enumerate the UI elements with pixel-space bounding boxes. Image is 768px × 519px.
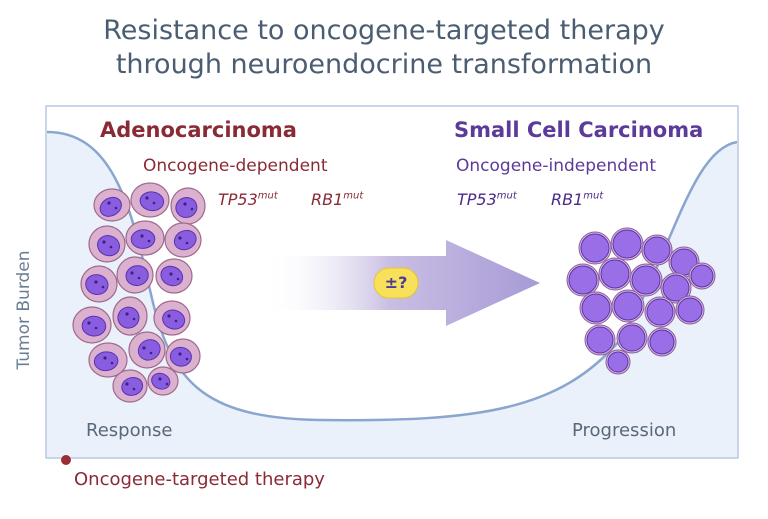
- adeno-nucleolus: [110, 361, 114, 365]
- adeno-nucleolus: [130, 271, 134, 275]
- sclc-nucleus: [662, 274, 690, 302]
- adeno-nucleolus: [174, 319, 178, 323]
- adeno-nucleolus: [107, 201, 111, 205]
- adeno-nucleus: [117, 306, 140, 329]
- sclc-nucleus: [646, 298, 674, 326]
- adeno-nucleus: [151, 372, 171, 390]
- adeno-nucleolus: [167, 314, 171, 318]
- title-line-1: Resistance to oncogene-targeted therapy: [103, 15, 665, 46]
- sclc-nucleus: [677, 297, 703, 323]
- adeno-nucleolus: [132, 317, 136, 321]
- adeno-nucleolus: [102, 240, 106, 244]
- adeno-nucleolus: [178, 352, 182, 356]
- sclc-gene-tp53: TP53mut: [457, 190, 517, 209]
- small-cell-title: Small Cell Carcinoma: [454, 118, 704, 142]
- adeno-nucleolus: [185, 241, 189, 245]
- adeno-nucleolus: [176, 277, 180, 281]
- adeno-nucleus: [81, 315, 107, 337]
- adeno-nucleolus: [109, 245, 113, 249]
- sclc-nucleus: [613, 291, 643, 321]
- adeno-nucleolus: [190, 207, 194, 211]
- adeno-nucleus: [97, 235, 121, 257]
- therapy-start-dot: [61, 455, 71, 465]
- transition-label: ±?: [384, 273, 408, 292]
- adenocarcinoma-cell-cluster-icon: [72, 182, 206, 403]
- adeno-nucleus: [169, 346, 192, 367]
- adeno-nucleus: [93, 351, 119, 372]
- sclc-nucleus: [643, 236, 671, 264]
- therapy-label: Oncogene-targeted therapy: [74, 469, 325, 490]
- adeno-nucleus: [125, 265, 149, 287]
- title-line-2: through neuroendocrine transformation: [115, 49, 653, 80]
- adeno-nucleolus: [152, 201, 156, 205]
- figure-title: Resistance to oncogene-targeted therapy …: [0, 14, 768, 82]
- uncertainty-badge: [373, 267, 419, 299]
- sclc-nucleus: [586, 326, 614, 354]
- adeno-gene-tp53: TP53mut: [218, 190, 278, 209]
- adeno-nucleus: [121, 377, 144, 396]
- adeno-nucleus: [137, 339, 161, 361]
- adeno-nucleolus: [142, 346, 146, 350]
- sclc-nucleus: [580, 233, 610, 263]
- sclc-nucleus: [649, 329, 675, 355]
- sclc-nucleus: [631, 265, 661, 295]
- sclc-nucleus: [600, 259, 630, 289]
- sclc-nucleus: [568, 265, 598, 295]
- progression-label: Progression: [572, 420, 677, 441]
- sclc-gene-rb1: RB1mut: [551, 190, 604, 209]
- adeno-nucleolus: [158, 377, 162, 381]
- adeno-nucleolus: [114, 206, 118, 210]
- adeno-nucleolus: [101, 285, 105, 289]
- tumor-burden-area: [47, 132, 737, 457]
- adenocarcinoma-subtitle: Oncogene-dependent: [143, 156, 328, 176]
- adeno-nucleolus: [178, 236, 182, 240]
- adeno-nucleus: [175, 197, 198, 218]
- adeno-nucleolus: [94, 326, 98, 330]
- sclc-nucleus: [581, 293, 611, 323]
- small-cell-subtitle: Oncogene-independent: [456, 156, 656, 176]
- response-label: Response: [86, 420, 173, 441]
- adeno-nucleolus: [137, 276, 141, 280]
- adeno-nucleolus: [94, 280, 98, 284]
- small-cell-cluster-icon: [566, 227, 716, 375]
- adenocarcinoma-title: Adenocarcinoma: [100, 118, 297, 142]
- adeno-nucleolus: [145, 196, 149, 200]
- adeno-nucleolus: [169, 272, 173, 276]
- sclc-nucleus: [690, 264, 714, 288]
- adeno-nucleolus: [125, 312, 129, 316]
- adeno-gene-rb1: RB1mut: [311, 190, 364, 209]
- sclc-nucleus: [612, 229, 642, 259]
- adeno-nucleolus: [165, 382, 169, 386]
- adeno-nucleolus: [87, 321, 91, 325]
- adeno-nucleolus: [140, 234, 144, 238]
- adeno-nucleus: [130, 229, 156, 249]
- adeno-nucleolus: [103, 356, 107, 360]
- adeno-nucleus: [173, 229, 197, 251]
- adeno-nucleus: [99, 196, 122, 217]
- adeno-nucleolus: [185, 357, 189, 361]
- adeno-nucleus: [139, 191, 165, 212]
- adeno-nucleolus: [183, 202, 187, 206]
- sclc-nucleus: [607, 351, 629, 373]
- adeno-nucleolus: [147, 239, 151, 243]
- adeno-nucleolus: [125, 382, 129, 386]
- y-axis-label-text: Tumor Burden: [14, 250, 34, 370]
- adeno-nucleus: [85, 274, 109, 296]
- adeno-nucleolus: [132, 387, 136, 391]
- adeno-nucleolus: [149, 351, 153, 355]
- adeno-nucleus: [160, 265, 184, 287]
- sclc-nucleus: [618, 324, 646, 352]
